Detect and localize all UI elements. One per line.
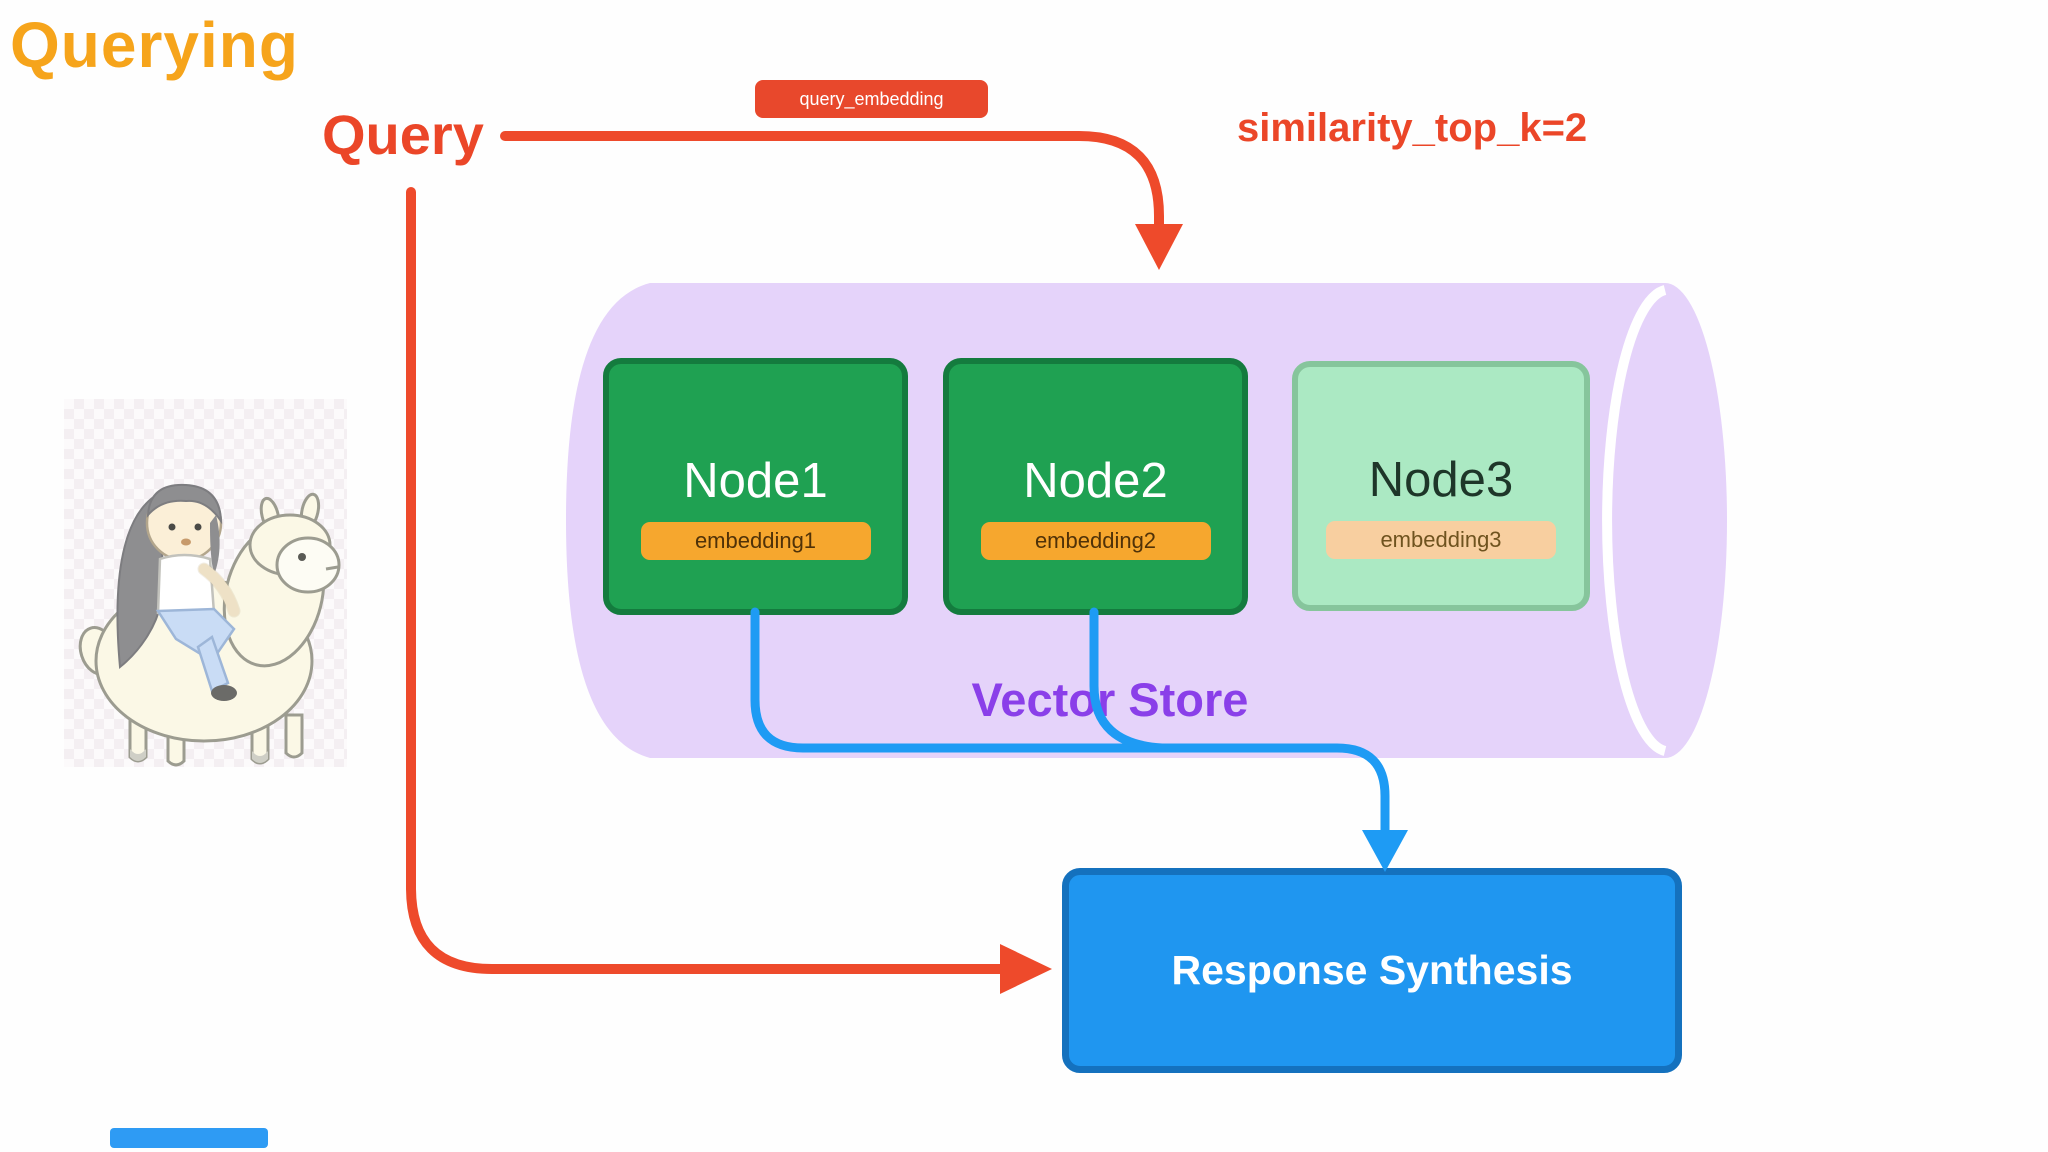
node1-box: Node1 embedding1 (603, 358, 908, 615)
query-embedding-badge: query_embedding (755, 80, 988, 118)
node2-label: Node2 (1023, 454, 1168, 508)
query-embedding-badge-text: query_embedding (799, 88, 944, 109)
node1-embedding-pill: embedding1 (640, 522, 871, 560)
node3-embedding-pill: embedding3 (1326, 521, 1556, 559)
node1-label: Node1 (683, 454, 828, 508)
node3-box: Node3 embedding3 (1292, 361, 1590, 611)
node2-box: Node2 embedding2 (943, 358, 1248, 615)
girl-riding-llama-illustration (64, 399, 347, 767)
page-title: Querying (10, 9, 299, 81)
similarity-top-k-annotation: similarity_top_k=2 (1237, 106, 1588, 150)
bottom-left-blue-bar (110, 1128, 268, 1148)
response-synthesis-box: Response Synthesis (1062, 868, 1682, 1073)
llama-drawing (78, 483, 341, 767)
cylinder-end-cap (1603, 283, 1727, 758)
vector-store-label: Vector Store (971, 673, 1249, 726)
cylinder-cap-rim (1602, 285, 1667, 756)
node3-label: Node3 (1368, 453, 1514, 507)
response-synthesis-label: Response Synthesis (1171, 947, 1573, 993)
query-label: Query (322, 103, 484, 166)
node2-embedding-pill: embedding2 (980, 522, 1211, 560)
